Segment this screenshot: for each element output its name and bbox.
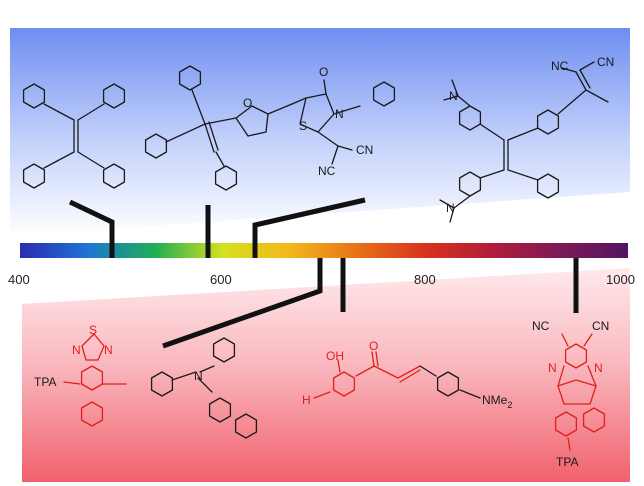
label-dicyano-right: CN — [597, 55, 614, 69]
label-carbonyl-oxygen: O — [319, 65, 328, 79]
blue-emission-panel — [10, 28, 630, 236]
molecule-tetraphenylethylene — [22, 83, 126, 189]
label-hydroxyl: OH — [326, 349, 344, 363]
label-nme-main: NMe — [482, 393, 508, 407]
label-nitrogen-bottom: N — [446, 201, 455, 215]
label-sulfur: S — [299, 119, 307, 133]
molecule-tpe-furan-dye-labels: O O N S CN NC — [243, 65, 373, 178]
molecule-amino-tpe-labels: N N NC CN — [446, 55, 614, 215]
label-tpa-left: TPA — [34, 375, 56, 389]
label-hydrogen: H — [302, 393, 311, 407]
molecule-dicyanopyrazine-acenaphthene — [554, 333, 606, 451]
molecule-amino-tpe-dicyanovinyl — [439, 61, 609, 223]
label-amine-nitrogen: N — [194, 369, 203, 383]
label-nitrogen-top: N — [449, 89, 458, 103]
bottom-callout-lines — [162, 258, 579, 349]
label-ketone-oxygen: O — [369, 339, 378, 353]
molecule-dicyanopyrazine-labels: NC CN N N TPA — [532, 319, 609, 469]
label-nc-pyrazine: NC — [532, 319, 550, 333]
tick-label-600: 600 — [210, 272, 232, 287]
tick-label-400: 400 — [8, 272, 30, 287]
molecule-chalcone-labels: OH O H NMe2 — [302, 339, 512, 410]
label-nitrogen-right: N — [104, 343, 113, 357]
red-emission-panel — [22, 268, 630, 482]
molecule-naphthothiadiazole-labels: S N N TPA N — [34, 323, 203, 389]
label-tpa-right: TPA — [556, 455, 578, 469]
tick-label-800: 800 — [414, 272, 436, 287]
label-cn-pyrazine: CN — [592, 319, 609, 333]
label-sulfur-thiadiazole: S — [89, 323, 97, 337]
molecule-chalcone-donor — [419, 365, 481, 399]
label-oxygen-furan: O — [243, 96, 252, 110]
molecule-naphthothiadiazole-donor — [150, 337, 258, 439]
label-nitrogen-left: N — [72, 343, 81, 357]
label-cyano-left: NC — [318, 164, 336, 178]
label-cyano-right: CN — [356, 143, 373, 157]
label-dicyano-left: NC — [551, 59, 569, 73]
spectrum-bar — [20, 243, 628, 258]
top-callout-lines — [68, 197, 366, 258]
label-pyrazine-n-right: N — [594, 361, 603, 375]
tick-label-1000: 1000 — [606, 272, 635, 287]
label-dimethylamino: NMe2 — [482, 393, 512, 410]
molecule-chalcone-acceptor — [313, 351, 421, 399]
label-nme-subscript: 2 — [507, 400, 512, 410]
label-nitrogen-ring: N — [335, 107, 344, 121]
molecule-tpe-furan-dye — [144, 65, 396, 191]
label-pyrazine-n-left: N — [548, 361, 557, 375]
molecule-naphthothiadiazole-dye — [63, 333, 127, 427]
